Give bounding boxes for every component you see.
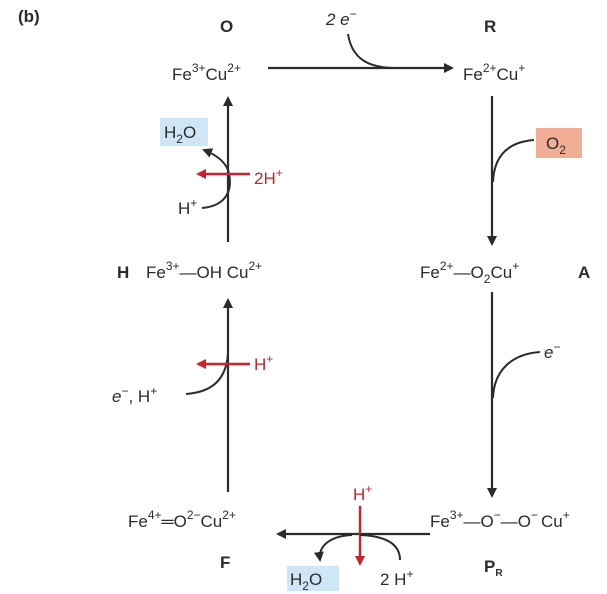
state-PR-letter: PR bbox=[484, 557, 503, 579]
state-H-formula: Fe3+—OH Cu2+ bbox=[146, 259, 262, 282]
water-box-pr bbox=[287, 566, 339, 591]
state-F-formula: Fe4+═O2−Cu2+ bbox=[128, 508, 236, 531]
electron-proton-input-curve bbox=[185, 353, 229, 395]
panel-label: (b) bbox=[18, 7, 40, 26]
proton-input-curve-pr bbox=[359, 534, 401, 561]
proton-input-curve-h bbox=[201, 148, 231, 209]
water-label-h: H2O bbox=[164, 123, 196, 146]
electron-input-label-2: e− bbox=[544, 340, 560, 362]
electron-input-label: 2 e− bbox=[325, 7, 357, 29]
state-H-letter: H bbox=[117, 263, 129, 282]
state-A-formula: Fe2+—O2Cu+ bbox=[420, 259, 519, 286]
proton-label-f: H+ bbox=[254, 352, 273, 374]
state-A-letter: A bbox=[578, 263, 590, 282]
proton-label-h: 2H+ bbox=[254, 166, 283, 188]
water-box-h bbox=[160, 118, 208, 146]
oxygen-box bbox=[536, 128, 582, 158]
proton-input-label-pr: 2 H+ bbox=[380, 567, 413, 589]
electron-proton-input-label: e−, H+ bbox=[112, 384, 157, 406]
proton-label-pr: H+ bbox=[353, 482, 372, 504]
electron-input-curve bbox=[347, 33, 397, 69]
oxygen-label: O2 bbox=[546, 134, 566, 157]
electron-input-curve-2 bbox=[492, 351, 541, 399]
state-O-letter: O bbox=[220, 17, 233, 36]
oxygen-input-curve bbox=[492, 139, 535, 183]
state-O-formula: Fe3+Cu2+ bbox=[172, 61, 241, 84]
proton-input-label-h: H+ bbox=[178, 196, 197, 218]
water-label-pr: H2O bbox=[290, 570, 322, 593]
state-R-letter: R bbox=[484, 17, 496, 36]
state-PR-formula: Fe3+—O−—O−Cu+ bbox=[430, 508, 570, 531]
state-R-formula: Fe2+Cu+ bbox=[463, 61, 525, 84]
state-F-letter: F bbox=[220, 553, 230, 572]
water-output-curve-pr bbox=[313, 534, 353, 562]
